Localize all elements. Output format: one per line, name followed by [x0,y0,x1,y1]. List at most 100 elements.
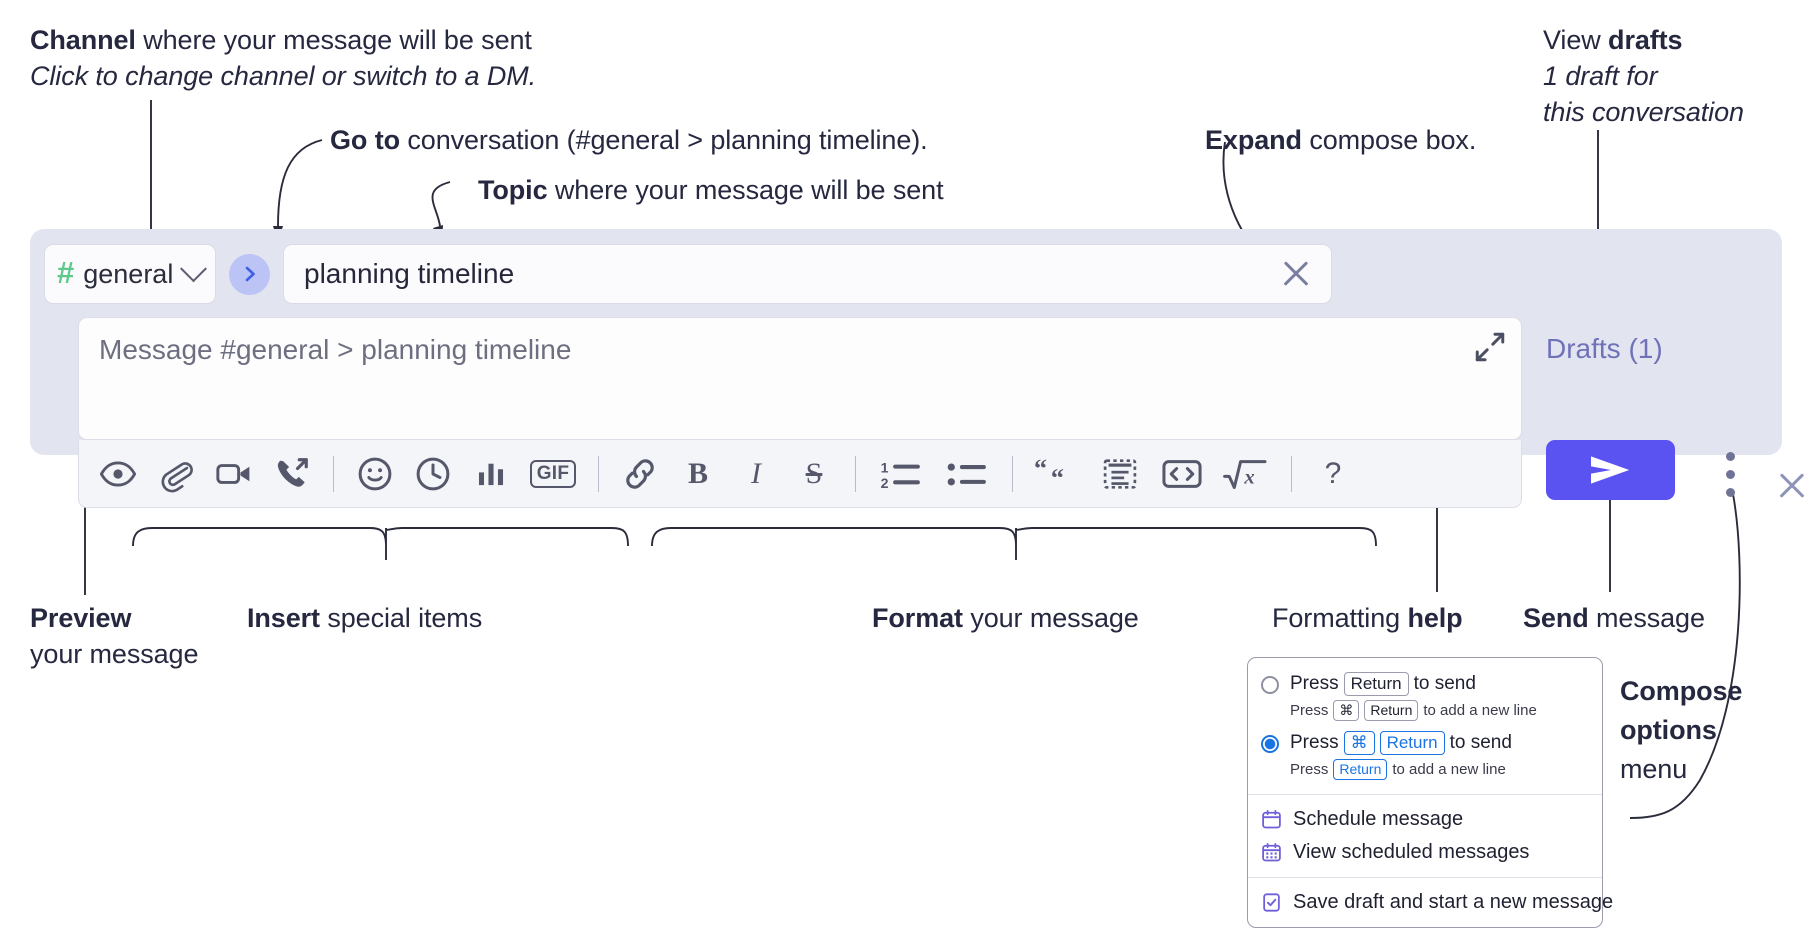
video-clip-button[interactable] [205,445,263,503]
chevron-down-icon [180,254,207,282]
chevron-right-icon [245,266,255,282]
svg-text:“: “ [1051,463,1064,492]
call-button[interactable] [263,445,321,503]
annotation-format: Format your message [872,600,1139,636]
inline-code-button[interactable] [1151,445,1213,503]
bulleted-list-button[interactable] [934,445,1000,503]
annotation-compose-options-rest: menu [1620,754,1688,784]
tail-label: to send [1449,732,1512,753]
radio-option-return-to-send[interactable]: Press Return to send [1248,668,1602,696]
annotation-topic-bold: Topic [478,175,548,205]
channel-selector[interactable]: # general [44,244,216,304]
ordered-list-icon: 1 2 [881,459,920,491]
italic-icon: I [751,456,761,490]
compose-panel: # general planning timeline Message #gen… [30,229,1782,508]
kebab-menu-icon [1726,488,1735,497]
annotation-goto: Go to conversation (#general > planning … [330,122,928,158]
sub-tail-label: to add a new line [1392,761,1506,778]
annotation-send: Send message [1523,600,1705,636]
close-icon[interactable] [1279,257,1313,291]
menu-item-label: Schedule message [1293,808,1464,830]
annotation-channel-italic: Click to change channel or switch to a D… [30,61,537,91]
calendar-icon [1262,809,1281,829]
compose-options-menu: Press Return to send Press ⌘ Return to a… [1247,657,1613,928]
annotation-preview: Preview your message [30,600,198,672]
annotation-drafts-italic2: this conversation [1543,97,1744,127]
attachment-button[interactable] [147,445,205,503]
code-block-button[interactable] [1089,445,1151,503]
message-input[interactable]: Message #general > planning timeline [78,317,1522,440]
menu-item-save-draft[interactable]: Save draft and start a new message [1248,886,1613,919]
annotation-preview-bold: Preview [30,603,132,633]
annotation-help: Formatting help [1272,600,1463,636]
bold-button[interactable]: B [669,445,727,503]
radio-unselected-icon[interactable] [1261,676,1279,694]
gif-button[interactable]: GIF [520,445,586,503]
radio-selected-icon[interactable] [1261,735,1279,753]
svg-text:x: x [1243,466,1254,488]
math-sqrt-icon: x [1223,459,1267,489]
send-button[interactable] [1546,440,1675,500]
drafts-link[interactable]: Drafts (1) [1546,333,1663,364]
menu-divider [1248,877,1602,878]
annotation-drafts-rest: View [1543,25,1609,55]
blockquote-icon: “ “ [1034,455,1064,492]
emoji-icon [358,457,392,490]
annotation-drafts: View drafts 1 draft for this conversatio… [1543,22,1744,130]
formatting-help-button[interactable]: ? [1304,445,1362,503]
menu-divider [1248,794,1602,795]
svg-text:2: 2 [881,475,889,491]
sub-press-label: Press [1290,702,1329,719]
expand-compose-button[interactable] [1473,330,1507,364]
annotation-channel: Channel where your message will be sent … [30,22,536,94]
menu-item-view-scheduled[interactable]: View scheduled messages [1248,836,1602,869]
goto-conversation-button[interactable] [229,253,270,295]
annotation-insert: Insert special items [247,600,482,636]
reminder-button[interactable] [404,445,462,503]
formatting-toolbar: GIF B I S [78,440,1522,508]
annotation-format-bold: Format [872,603,963,633]
menu-item-schedule-message[interactable]: Schedule message [1248,803,1602,836]
annotation-compose-options-bold1: Compose [1620,676,1743,706]
annotation-preview-line2: your message [30,639,199,669]
annotation-topic-rest: where your message will be sent [547,175,944,205]
close-compose-icon[interactable] [1775,469,1809,503]
code-block-icon [1103,458,1137,489]
key-command: ⌘ [1343,731,1375,755]
radio-option-cmd-return-to-send[interactable]: Press ⌘ Return to send [1248,727,1602,755]
poll-button[interactable] [462,445,520,503]
emoji-button[interactable] [346,445,404,503]
annotation-compose-options-bold2: options [1620,715,1717,745]
compose-header-row: # general planning timeline [44,243,1332,305]
expand-diagonal-icon [1475,332,1505,362]
annotation-drafts-bold: drafts [1608,25,1683,55]
svg-text:1: 1 [881,459,889,475]
radio-option-label: Press ⌘ Return to send [1290,731,1512,755]
annotation-insert-rest: special items [319,603,483,633]
annotation-goto-bold: Go to [330,125,400,155]
topic-value: planning timeline [304,258,515,289]
key-return: Return [1364,700,1419,721]
calendar-grid-icon [1262,842,1281,862]
bulleted-list-icon [947,462,986,485]
attachment-icon [161,461,193,492]
topic-field[interactable]: planning timeline [283,244,1332,304]
press-label: Press [1290,732,1339,753]
blockquote-button[interactable]: “ “ [1025,445,1089,503]
link-button[interactable] [611,445,669,503]
strikethrough-button[interactable]: S [785,445,843,503]
annotation-send-rest: message [1588,603,1705,633]
strikethrough-icon: S [805,456,823,490]
preview-icon [99,460,137,487]
svg-text:“: “ [1034,455,1047,483]
message-input-placeholder: Message #general > planning timeline [99,334,572,365]
math-button[interactable]: x [1213,445,1279,503]
ordered-list-button[interactable]: 1 2 [868,445,934,503]
annotation-expand-rest: compose box. [1301,125,1477,155]
hash-icon: # [57,254,75,290]
compose-options-button[interactable] [1726,452,1736,506]
annotation-topic: Topic where your message will be sent [478,172,944,208]
preview-button[interactable] [89,445,147,503]
italic-button[interactable]: I [727,445,785,503]
